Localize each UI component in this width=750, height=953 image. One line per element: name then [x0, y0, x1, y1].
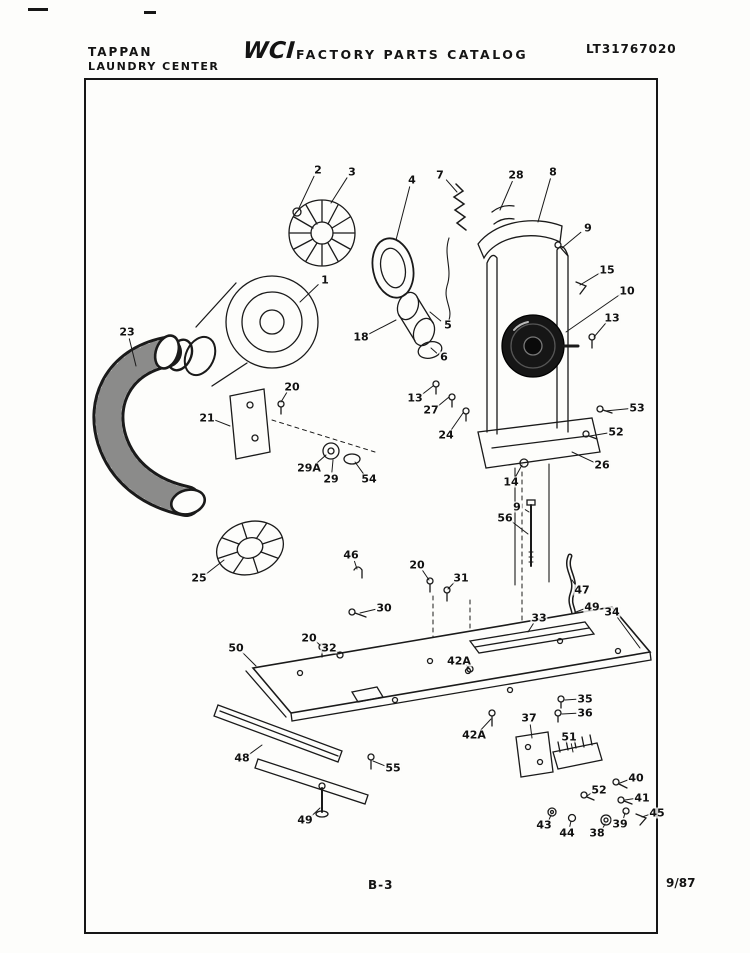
base-plate	[245, 606, 652, 727]
motor-bracket	[477, 204, 601, 586]
mounting-bracket	[229, 388, 376, 460]
motor-cover	[477, 220, 563, 260]
leader-lines	[128, 175, 649, 829]
brand-line-2: LAUNDRY CENTER	[88, 60, 220, 73]
front-brace	[213, 704, 375, 818]
bottom-hardware	[547, 778, 648, 826]
elbow-duct	[396, 291, 443, 359]
thermostat	[322, 380, 470, 465]
doc-number: LT31767020	[586, 42, 677, 56]
duct-drum	[216, 520, 284, 576]
terminal-block	[515, 695, 603, 778]
registration-mark	[28, 8, 48, 11]
brand-line-1: TAPPAN	[88, 45, 153, 59]
diagram-frame	[84, 78, 658, 934]
catalog-title: FACTORY PARTS CATALOG	[296, 47, 529, 62]
blower-wheel	[288, 199, 356, 267]
blower-housing	[166, 275, 319, 387]
registration-mark	[144, 11, 156, 14]
spring	[445, 183, 467, 321]
drain-hose	[566, 553, 577, 621]
mounting-bolt	[519, 458, 536, 567]
clamp-ring	[371, 237, 415, 299]
motor	[501, 314, 580, 378]
flex-hose	[92, 334, 207, 517]
side-fasteners	[554, 241, 613, 440]
page-number: B-3	[368, 878, 394, 892]
date-code: 9/87	[666, 876, 696, 890]
